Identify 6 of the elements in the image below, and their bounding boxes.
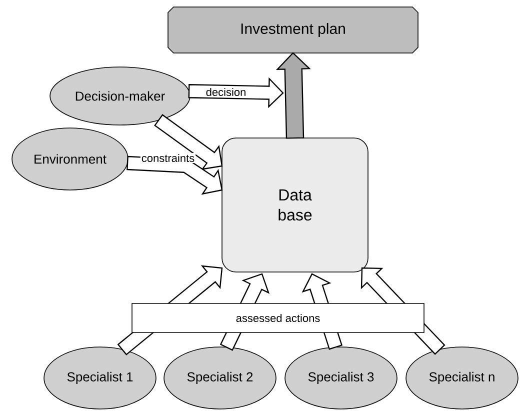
- output-banner: Investment plan: [168, 6, 418, 54]
- database-box: Data base: [222, 138, 368, 272]
- block-arrow: [276, 52, 311, 139]
- block-arrow: [154, 114, 223, 170]
- edge-label: constraints: [140, 152, 196, 164]
- label-bar: assessed actions: [132, 303, 424, 333]
